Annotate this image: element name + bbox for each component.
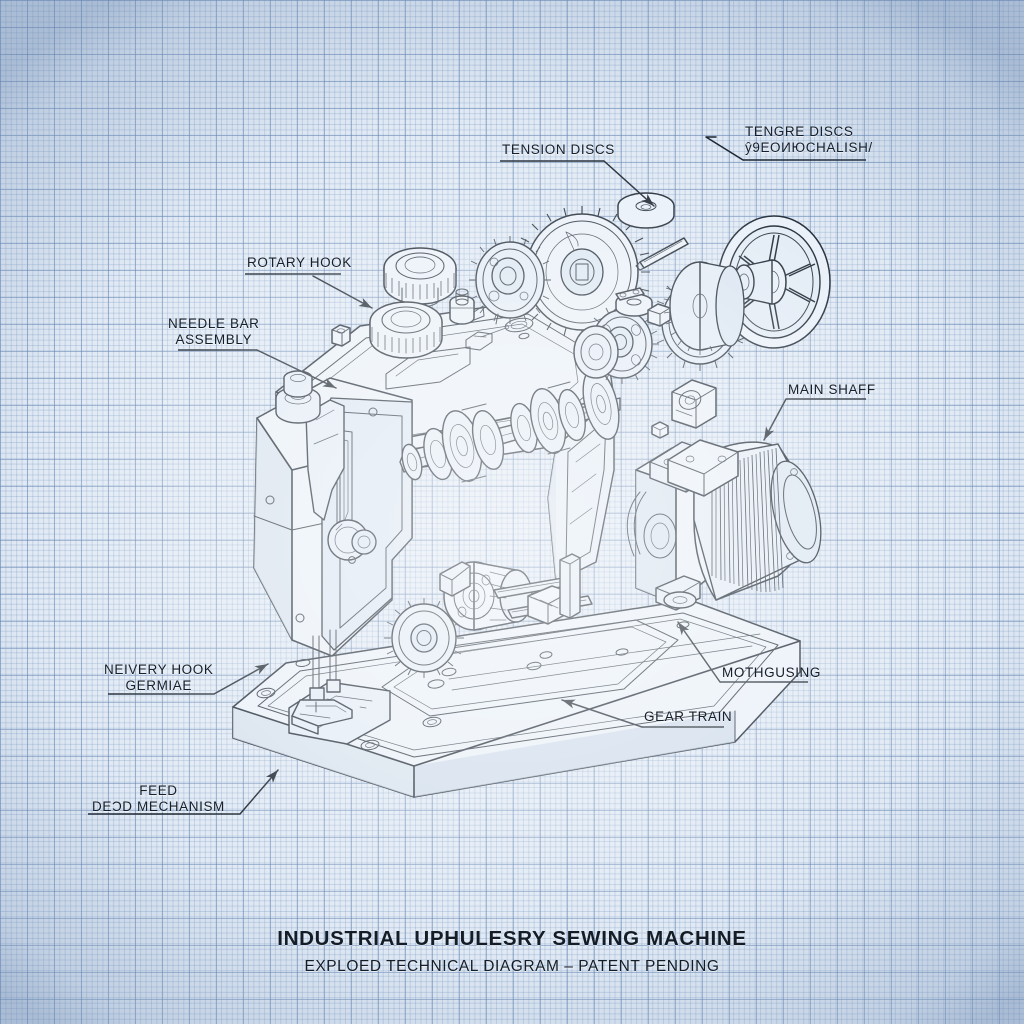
callout-label-line: ŷ9EOИЮCHALISH/ <box>745 139 873 155</box>
rotary-hook-lower <box>369 301 443 359</box>
callout-label-line: DEƆD MECHANISM <box>92 798 225 814</box>
drawing-subtitle: EXPLOED TECHNICAL DIAGRAM – PATENT PENDI… <box>304 958 720 975</box>
title-block: INDUSTRIAL UPHULESRY SEWING MACHINE EXPL… <box>0 927 1024 976</box>
small-fastener <box>651 421 669 439</box>
callout-arrowhead-rotary-hook <box>358 297 372 308</box>
callout-label-line: MAIN SHAFF <box>788 382 876 397</box>
callout-label-tension-discs: TENSION DISCS <box>502 142 615 158</box>
callout-label-gear-train: GEAR TRAIN <box>644 709 732 725</box>
drawing-title: INDUSTRIAL UPHULESRY SEWING MACHINE <box>277 927 747 950</box>
callout-label-line: FEED <box>139 783 178 798</box>
callout-label-line: ROTARY HOOK <box>247 255 352 270</box>
hex-nut <box>331 324 351 347</box>
callout-arrowhead-main-shaft <box>764 426 775 440</box>
callout-label-line: TENSION DISCS <box>502 142 615 157</box>
callout-label-line: GERMIAE <box>125 677 192 693</box>
callout-label-line: NEIVERY HOOK <box>104 662 214 677</box>
callout-arrowhead-delivery-hook-gear <box>254 664 268 675</box>
bobbin-spool <box>449 288 475 325</box>
callout-label-main-shaft: MAIN SHAFF <box>788 382 876 398</box>
callout-label-line: GEAR TRAIN <box>644 709 733 724</box>
rotary-hook-upper <box>383 247 457 308</box>
callout-label-line: ASSEMBLY <box>175 331 253 347</box>
bearing-block <box>671 379 717 429</box>
callout-leader-rotary-hook <box>312 275 373 309</box>
callout-label-rotary-hook: ROTARY HOOK <box>247 255 352 271</box>
compound-gear <box>573 325 619 379</box>
callout-label-line: TENGRE DISCS <box>745 124 854 139</box>
callout-label-line: NEEDLE BAR <box>168 316 260 331</box>
cam-gear <box>469 236 551 325</box>
callout-label-line: MOTHGUSING <box>722 665 821 680</box>
callout-label-motor-housing: MOTHGUSING <box>722 665 821 681</box>
callout-leader-tensioner-mechanism <box>705 136 744 161</box>
hex-nut-2 <box>647 303 671 327</box>
